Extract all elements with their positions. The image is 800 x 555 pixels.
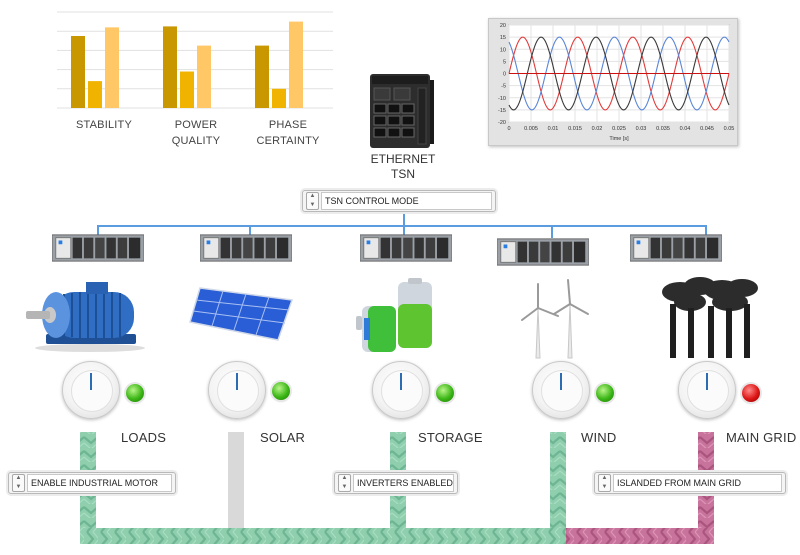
gauge-wind bbox=[532, 361, 590, 419]
spinner-arrows-icon[interactable]: ▲▼ bbox=[12, 474, 25, 492]
wave-x-tick: 0.01 bbox=[548, 126, 559, 132]
gauge-loads bbox=[62, 361, 120, 419]
tsn-control-mode-value[interactable]: TSN CONTROL MODE bbox=[321, 192, 492, 210]
wind-turbine-icon bbox=[521, 279, 589, 359]
gauge-needle bbox=[236, 373, 238, 390]
industrial-motor-value[interactable]: ENABLE INDUSTRIAL MOTOR bbox=[27, 474, 172, 492]
source-label-loads: LOADS bbox=[121, 430, 167, 445]
source-label-solar: SOLAR bbox=[260, 430, 306, 445]
bus-main-green bbox=[80, 528, 566, 544]
status-led-solar bbox=[272, 382, 290, 400]
wave-x-tick: 0.035 bbox=[656, 126, 670, 132]
metric-label-stability: STABILITY bbox=[76, 119, 132, 131]
gauge-needle bbox=[706, 373, 708, 390]
waveform-chart-panel: 0 0.005 0.01 0.015 0.02 0.025 0.03 0.035 0.04 0.0… bbox=[488, 18, 738, 146]
gauge-main-grid bbox=[678, 361, 736, 419]
source-label-storage: STORAGE bbox=[418, 430, 483, 445]
controller-main-grid bbox=[630, 234, 722, 262]
inverters-value[interactable]: INVERTERS ENABLED bbox=[353, 474, 454, 492]
spinner-arrows-icon[interactable]: ▲▼ bbox=[338, 474, 351, 492]
wave-y-tick: 10 bbox=[500, 47, 506, 53]
controller-wind bbox=[497, 238, 589, 266]
industrial-motor-selector[interactable]: ▲▼ ENABLE INDUSTRIAL MOTOR bbox=[8, 472, 176, 494]
spinner-arrows-icon[interactable]: ▲▼ bbox=[306, 192, 319, 210]
wave-x-tick: 0.015 bbox=[568, 126, 582, 132]
wave-y-tick: 0 bbox=[503, 72, 506, 78]
ethernet-tsn-label: ETHERNET TSN bbox=[370, 152, 436, 181]
bar bbox=[197, 45, 211, 108]
spinner-arrows-icon[interactable]: ▲▼ bbox=[598, 474, 611, 492]
wave-y-tick: -10 bbox=[498, 96, 506, 102]
controller-solar bbox=[200, 234, 292, 262]
wave-x-tick: 0.005 bbox=[524, 126, 538, 132]
network-lines bbox=[97, 212, 707, 238]
wave-x-tick: 0.05 bbox=[724, 126, 735, 132]
bar bbox=[289, 21, 303, 108]
tsn-control-mode-selector[interactable]: ▲▼ TSN CONTROL MODE bbox=[302, 190, 496, 212]
bar bbox=[105, 27, 119, 108]
controller-storage bbox=[360, 234, 452, 262]
status-led-main-grid bbox=[742, 384, 760, 402]
status-led-storage bbox=[436, 384, 454, 402]
controller-loads bbox=[52, 234, 144, 262]
wave-x-axis-label: Time [s] bbox=[609, 136, 629, 142]
wave-y-tick: 20 bbox=[500, 23, 506, 29]
bar bbox=[255, 45, 269, 108]
bar bbox=[71, 36, 85, 108]
wave-x-tick: 0.025 bbox=[612, 126, 626, 132]
source-label-main-grid: MAIN GRID bbox=[726, 430, 797, 445]
status-led-wind bbox=[596, 384, 614, 402]
main-grid-selector[interactable]: ▲▼ ISLANDED FROM MAIN GRID bbox=[594, 472, 786, 494]
electric-motor-icon bbox=[26, 282, 145, 352]
wave-y-tick: 5 bbox=[503, 59, 506, 65]
wave-y-tick: -15 bbox=[498, 108, 506, 114]
gauge-solar bbox=[208, 361, 266, 419]
bar bbox=[163, 26, 177, 108]
bus-feeder-solar bbox=[228, 432, 244, 528]
main-grid-value[interactable]: ISLANDED FROM MAIN GRID bbox=[613, 474, 782, 492]
bar bbox=[180, 71, 194, 108]
wave-x-tick: 0.045 bbox=[700, 126, 714, 132]
battery-storage-icon bbox=[356, 278, 432, 352]
gauge-storage bbox=[372, 361, 430, 419]
source-label-wind: WIND bbox=[581, 430, 617, 445]
wave-x-tick: 0.03 bbox=[636, 126, 647, 132]
status-led-loads bbox=[126, 384, 144, 402]
gauge-needle bbox=[560, 373, 562, 390]
wave-x-tick: 0.02 bbox=[592, 126, 603, 132]
wave-y-tick: -5 bbox=[501, 84, 506, 90]
inverters-selector[interactable]: ▲▼ INVERTERS ENABLED bbox=[334, 472, 458, 494]
bus-main-pink bbox=[566, 528, 714, 544]
gauge-needle bbox=[400, 373, 402, 390]
solar-panel-icon bbox=[189, 287, 294, 341]
power-plant-icon bbox=[662, 277, 758, 358]
wave-x-tick: 0 bbox=[507, 126, 510, 132]
gauge-needle bbox=[90, 373, 92, 390]
metrics-bar-chart bbox=[57, 11, 333, 109]
wave-y-tick: -20 bbox=[498, 120, 506, 126]
wave-y-tick: 15 bbox=[500, 35, 506, 41]
waveform-chart: 0 0.005 0.01 0.015 0.02 0.025 0.03 0.035 0.04 0.0… bbox=[498, 23, 735, 142]
bar bbox=[272, 88, 286, 108]
bus-feeder-wind bbox=[550, 432, 566, 544]
ethernet-switch-icon bbox=[370, 74, 434, 148]
bar bbox=[88, 81, 102, 108]
wave-x-tick: 0.04 bbox=[680, 126, 691, 132]
